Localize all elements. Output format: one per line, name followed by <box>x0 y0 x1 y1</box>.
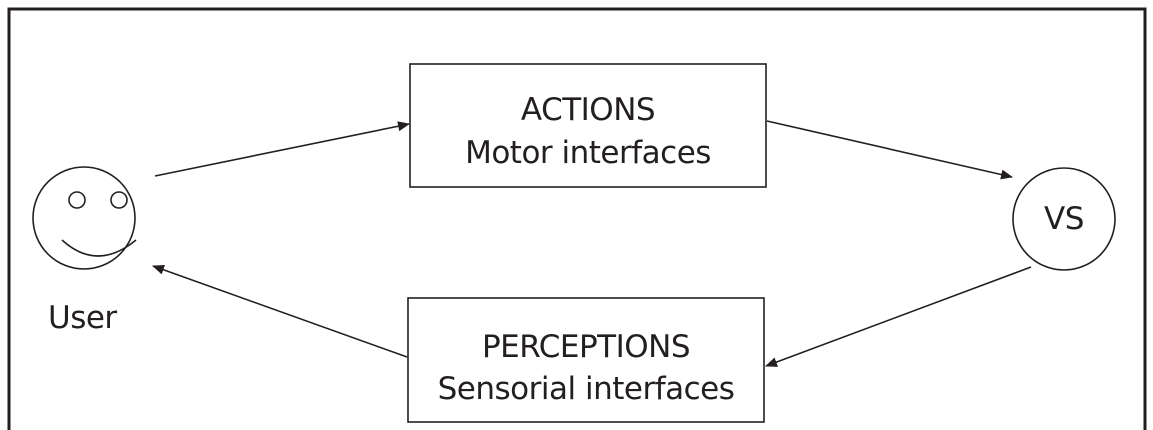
arrow-actions-to-vs <box>766 120 1013 180</box>
user-face-circle <box>32 166 136 270</box>
perceptions-subtitle: Sensorial interfaces <box>437 371 735 407</box>
vs-node <box>1012 167 1116 271</box>
actions-title: ACTIONS <box>520 92 656 128</box>
user-node <box>32 166 137 270</box>
user-right-eye-icon <box>110 191 128 209</box>
arrow-perceptions-to-user <box>152 265 408 358</box>
actions-box <box>409 63 767 188</box>
perceptions-box <box>407 297 765 423</box>
actions-subtitle: Motor interfaces <box>465 135 711 171</box>
user-label: User <box>48 300 117 336</box>
figure-border <box>7 7 1147 430</box>
vs-label: VS <box>1044 201 1084 237</box>
user-smile-icon <box>61 239 137 257</box>
arrow-user-to-actions <box>154 121 410 177</box>
user-left-eye-icon <box>68 191 86 209</box>
arrow-vs-to-perceptions <box>765 266 1032 367</box>
perceptions-title: PERCEPTIONS <box>481 329 691 365</box>
